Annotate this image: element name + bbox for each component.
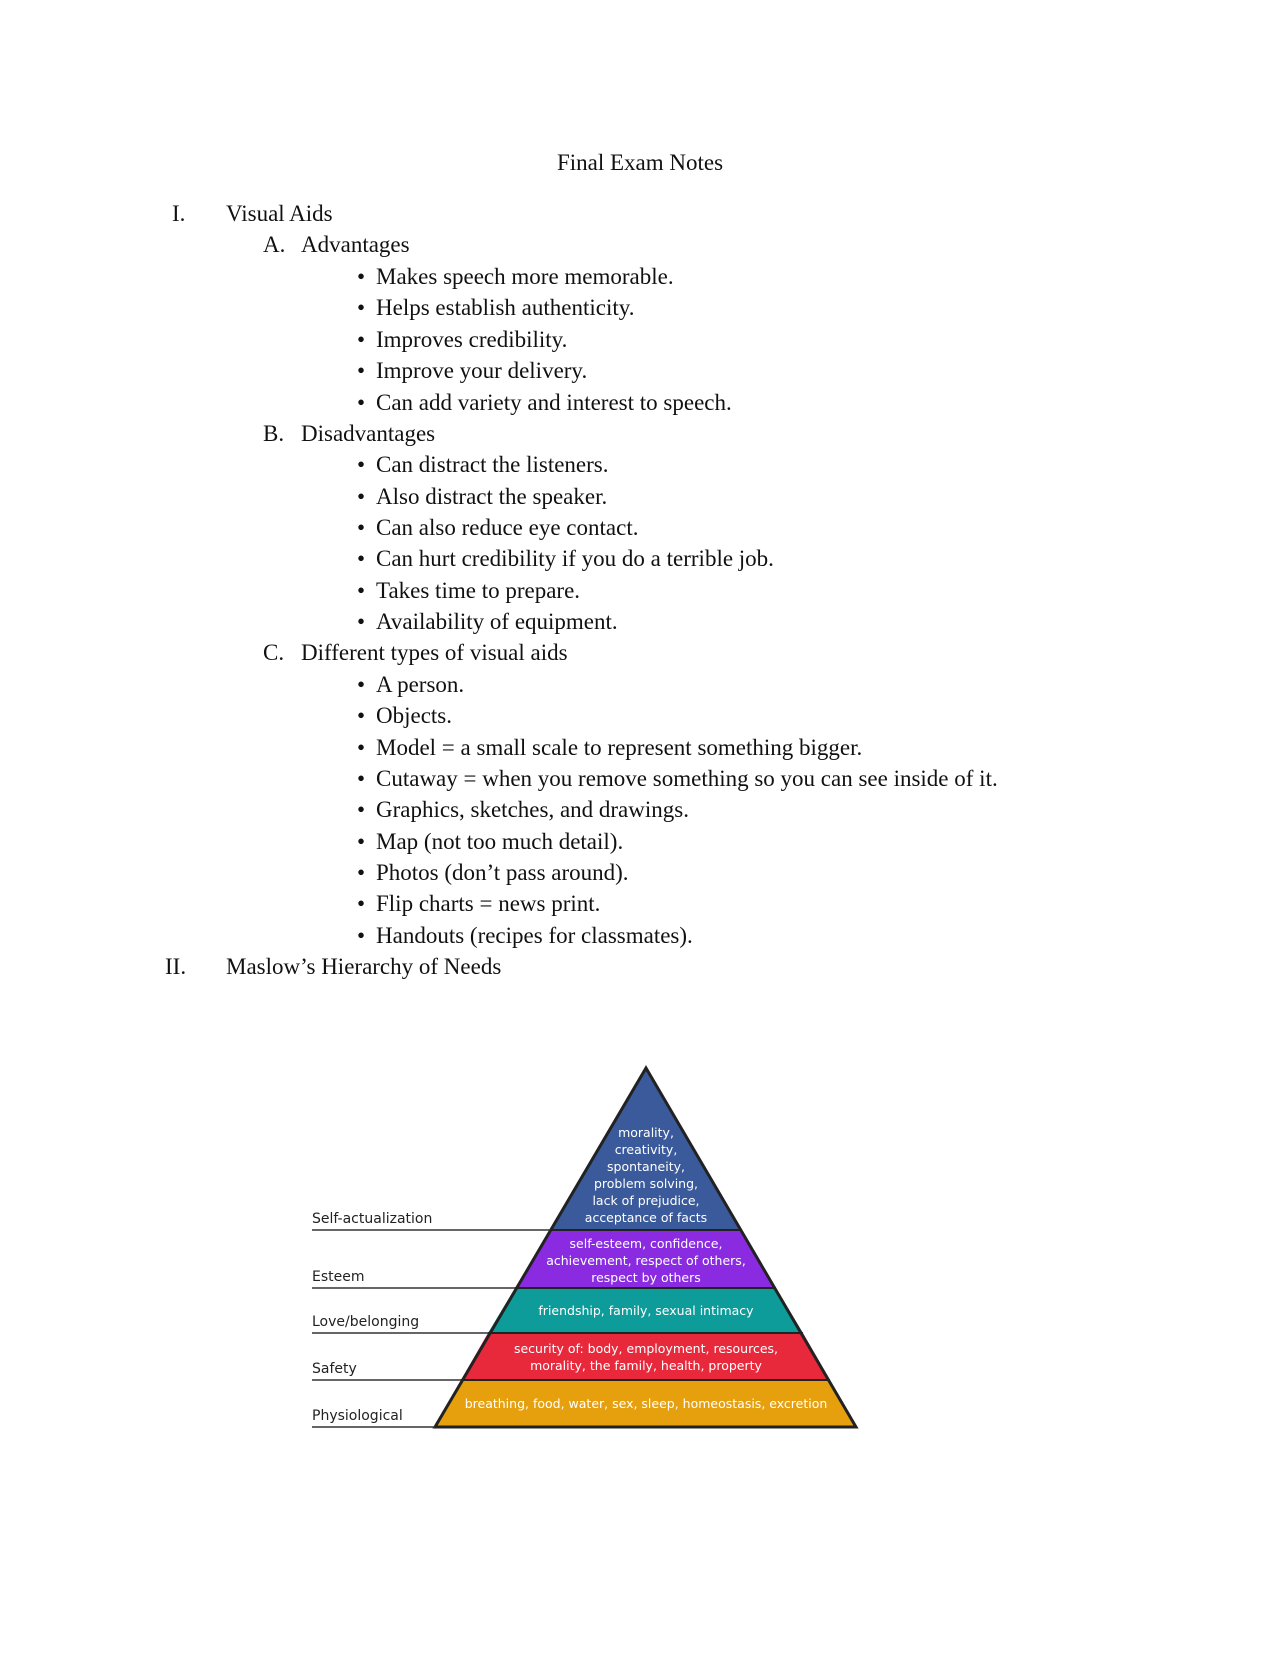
tier-text-line: achievement, respect of others, bbox=[546, 1253, 746, 1268]
list-item: •Takes time to prepare. bbox=[357, 578, 581, 603]
tier-name-safety: Safety bbox=[312, 1361, 357, 1377]
section-heading: Visual Aids bbox=[226, 201, 333, 226]
bullet-icon: • bbox=[357, 295, 366, 320]
tier-text-line: breathing, food, water, sex, sleep, home… bbox=[465, 1396, 828, 1411]
list-item: •Can also reduce eye contact. bbox=[357, 515, 639, 540]
tier-name-love-belonging: Love/belonging bbox=[312, 1314, 419, 1330]
bullet-icon: • bbox=[357, 484, 366, 509]
list-item: •Helps establish authenticity. bbox=[357, 295, 635, 320]
list-item: •Also distract the speaker. bbox=[357, 484, 608, 509]
tier-band-self-actualization bbox=[550, 1068, 742, 1230]
bullet-icon: • bbox=[357, 515, 366, 540]
tier-text-line: creativity, bbox=[615, 1142, 678, 1157]
pyramid-outline bbox=[432, 1065, 859, 1429]
list-item: •Improves credibility. bbox=[357, 327, 568, 352]
bullet-icon: • bbox=[357, 829, 366, 854]
section-heading: Maslow’s Hierarchy of Needs bbox=[226, 954, 502, 979]
tier-text-line: spontaneity, bbox=[607, 1159, 685, 1174]
list-item: •Objects. bbox=[357, 703, 453, 728]
tier-band-safety bbox=[461, 1333, 830, 1380]
bullet-icon: • bbox=[357, 672, 366, 697]
tier-text-line: friendship, family, sexual intimacy bbox=[538, 1303, 754, 1318]
bullet-icon: • bbox=[357, 923, 366, 948]
list-item: •Cutaway = when you remove something so … bbox=[357, 766, 998, 791]
subsection-letter: A. bbox=[263, 232, 286, 257]
subsection-heading: Different types of visual aids bbox=[301, 640, 568, 665]
tier-text-line: self-esteem, confidence, bbox=[570, 1236, 723, 1251]
tier-band-physiological bbox=[435, 1380, 856, 1427]
list-item: •Handouts (recipes for classmates). bbox=[357, 923, 693, 948]
list-item: •Graphics, sketches, and drawings. bbox=[357, 797, 689, 822]
bullet-icon: • bbox=[357, 609, 366, 634]
list-item: •Flip charts = news print. bbox=[357, 891, 601, 916]
bullet-icon: • bbox=[357, 578, 366, 603]
tier-band-love-belonging bbox=[488, 1288, 803, 1333]
list-item: •A person. bbox=[357, 672, 465, 697]
list-item: •Improve your delivery. bbox=[357, 358, 588, 383]
bullet-icon: • bbox=[357, 766, 366, 791]
maslow-pyramid: Self-actualization Esteem Love/belonging… bbox=[310, 1064, 866, 1444]
subsection-heading: Disadvantages bbox=[301, 421, 436, 446]
tier-band-esteem bbox=[515, 1230, 776, 1288]
tier-text-line: morality, bbox=[618, 1125, 674, 1140]
list-item: •Photos (don’t pass around). bbox=[357, 860, 629, 885]
bullet-icon: • bbox=[357, 546, 366, 571]
list-item: •Makes speech more memorable. bbox=[357, 264, 674, 289]
bullet-icon: • bbox=[357, 891, 366, 916]
section-number: II. bbox=[165, 954, 187, 979]
list-item: •Model = a small scale to represent some… bbox=[357, 735, 863, 760]
subsection-letter: C. bbox=[263, 640, 285, 665]
bullet-icon: • bbox=[357, 735, 366, 760]
bullet-icon: • bbox=[357, 703, 366, 728]
tier-text-line: security of: body, employment, resources… bbox=[514, 1341, 778, 1356]
list-item: •Can add variety and interest to speech. bbox=[357, 390, 732, 415]
list-item: •Availability of equipment. bbox=[357, 609, 618, 634]
subsection-letter: B. bbox=[263, 421, 285, 446]
tier-text-line: acceptance of facts bbox=[585, 1210, 707, 1225]
bullet-icon: • bbox=[357, 358, 366, 383]
subsection-heading: Advantages bbox=[301, 232, 410, 257]
tier-name-physiological: Physiological bbox=[312, 1408, 403, 1424]
list-item: •Can hurt credibility if you do a terrib… bbox=[357, 546, 774, 571]
tier-name-esteem: Esteem bbox=[312, 1269, 365, 1285]
bullet-icon: • bbox=[357, 860, 366, 885]
bullet-icon: • bbox=[357, 264, 366, 289]
tier-text-line: morality, the family, health, property bbox=[530, 1358, 762, 1373]
tier-name-self-actualization: Self-actualization bbox=[312, 1211, 432, 1227]
list-item: •Can distract the listeners. bbox=[357, 452, 609, 477]
section-number: I. bbox=[172, 201, 186, 226]
tier-text-line: problem solving, bbox=[594, 1176, 698, 1191]
bullet-icon: • bbox=[357, 390, 366, 415]
bullet-icon: • bbox=[357, 327, 366, 352]
pyramid-figure: Self-actualization Esteem Love/belonging… bbox=[312, 1065, 859, 1429]
bullet-icon: • bbox=[357, 452, 366, 477]
tier-text-line: lack of prejudice, bbox=[592, 1193, 699, 1208]
list-item: •Map (not too much detail). bbox=[357, 829, 624, 854]
page-title: Final Exam Notes bbox=[556, 150, 724, 175]
tier-text-line: respect by others bbox=[591, 1270, 701, 1285]
bullet-icon: • bbox=[357, 797, 366, 822]
